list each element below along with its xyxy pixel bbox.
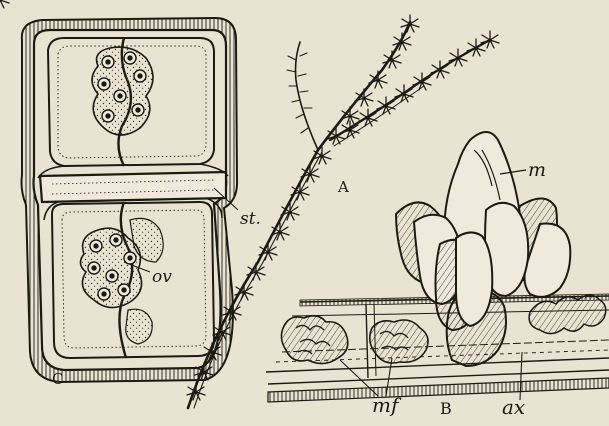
panel-c-section xyxy=(22,18,238,382)
label-panel-c: C xyxy=(52,370,63,388)
label-mf: mf xyxy=(372,393,402,417)
label-panel-a: A xyxy=(337,178,349,196)
label-ov: ov xyxy=(152,267,172,287)
label-ax: ax xyxy=(502,395,525,419)
label-m: m xyxy=(528,159,546,181)
label-panel-b: B xyxy=(440,399,452,418)
filament-clusters xyxy=(281,316,428,364)
label-st: st. xyxy=(240,209,261,229)
